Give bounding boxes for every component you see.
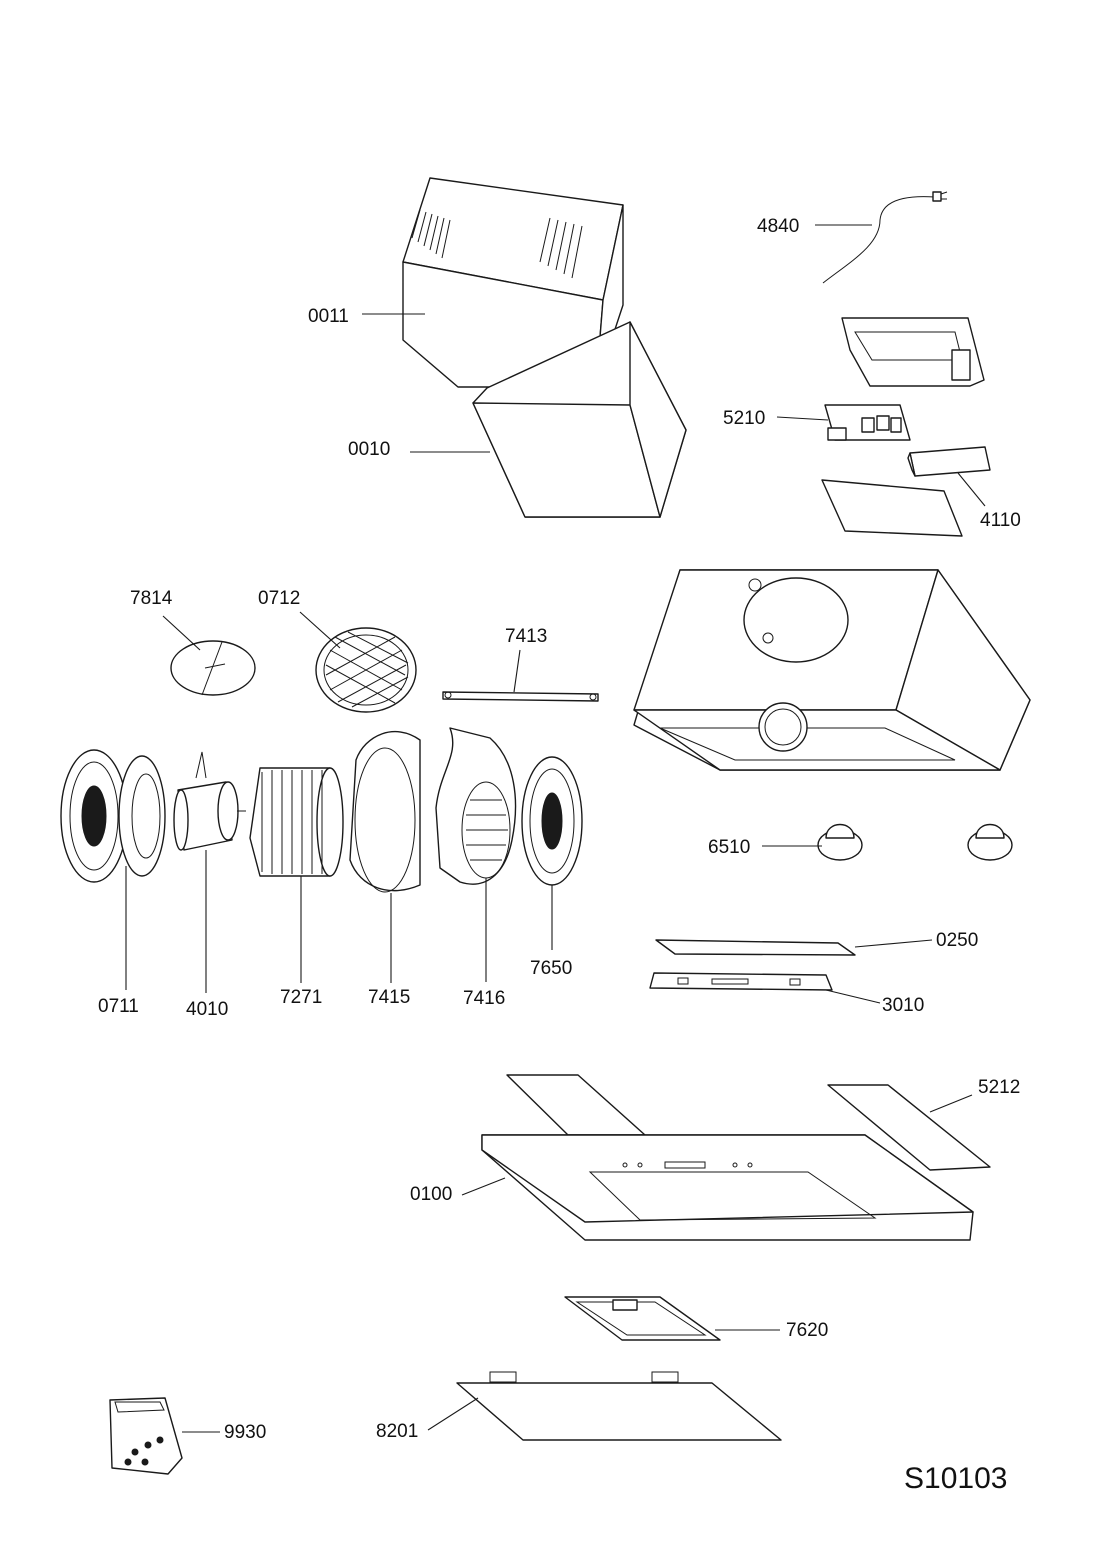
grease-filter-part <box>564 1296 721 1341</box>
label-0250: 0250 <box>936 930 978 951</box>
fan-wheel-part <box>249 767 344 877</box>
backflow-flap-part <box>170 640 256 696</box>
control-box-cover-part <box>821 479 963 537</box>
side-panel-left-part <box>506 1074 646 1136</box>
grille-7650-part <box>521 756 583 886</box>
leader-0712 <box>299 611 341 649</box>
leader-0250 <box>854 939 933 948</box>
leader-0100 <box>461 1177 506 1196</box>
leader-3010 <box>825 989 881 1004</box>
glass-panel-part <box>456 1371 782 1441</box>
label-6510: 6510 <box>708 837 750 858</box>
side-panel-right-part <box>827 1084 991 1171</box>
motor-plate-part <box>118 755 166 877</box>
label-3010: 3010 <box>882 995 924 1016</box>
label-0011: 0011 <box>308 306 349 327</box>
label-0711: 0711 <box>98 996 139 1017</box>
label-7413: 7413 <box>505 626 547 647</box>
bracket-part <box>442 691 599 702</box>
power-cable-part <box>822 191 948 284</box>
chimney-lower-part <box>472 321 687 518</box>
knob-left-part <box>817 823 863 861</box>
label-0010: 0010 <box>348 439 390 460</box>
label-7650: 7650 <box>530 958 572 979</box>
control-pcb-part <box>824 404 911 441</box>
light-cover-part <box>655 939 856 956</box>
control-box-housing-part <box>841 317 985 387</box>
blower-housing-front-part <box>349 730 421 893</box>
motor-part <box>173 751 246 851</box>
diagram-code: S10103 <box>904 1462 1007 1495</box>
leader-5212 <box>929 1094 973 1113</box>
label-5210: 5210 <box>723 408 765 429</box>
label-0100: 0100 <box>410 1184 452 1205</box>
screw-bag-part <box>109 1397 183 1475</box>
label-9930: 9930 <box>224 1422 266 1443</box>
front-frame-part <box>481 1134 974 1241</box>
lamp-unit-part <box>649 972 833 991</box>
label-5212: 5212 <box>978 1077 1020 1098</box>
label-4840: 4840 <box>757 216 799 237</box>
leader-7413 <box>513 649 521 693</box>
transformer-part <box>907 446 991 477</box>
leader-8201 <box>427 1397 479 1431</box>
charcoal-filter-part <box>315 627 417 713</box>
leader-4110 <box>957 472 986 507</box>
hood-body-part <box>633 569 1031 771</box>
chimney-upper-part <box>402 177 624 388</box>
label-7415: 7415 <box>368 987 410 1008</box>
label-4010: 4010 <box>186 999 228 1020</box>
label-7271: 7271 <box>280 987 322 1008</box>
label-0712: 0712 <box>258 588 300 609</box>
leader-7814 <box>162 615 201 651</box>
blower-housing-back-part <box>435 727 517 885</box>
label-7620: 7620 <box>786 1320 828 1341</box>
label-8201: 8201 <box>376 1421 418 1442</box>
label-7814: 7814 <box>130 588 173 609</box>
leader-5210 <box>776 416 829 421</box>
label-4110: 4110 <box>980 510 1021 531</box>
knob-right-part <box>967 823 1013 861</box>
grille-0711-part <box>60 749 128 883</box>
label-7416: 7416 <box>463 988 505 1009</box>
